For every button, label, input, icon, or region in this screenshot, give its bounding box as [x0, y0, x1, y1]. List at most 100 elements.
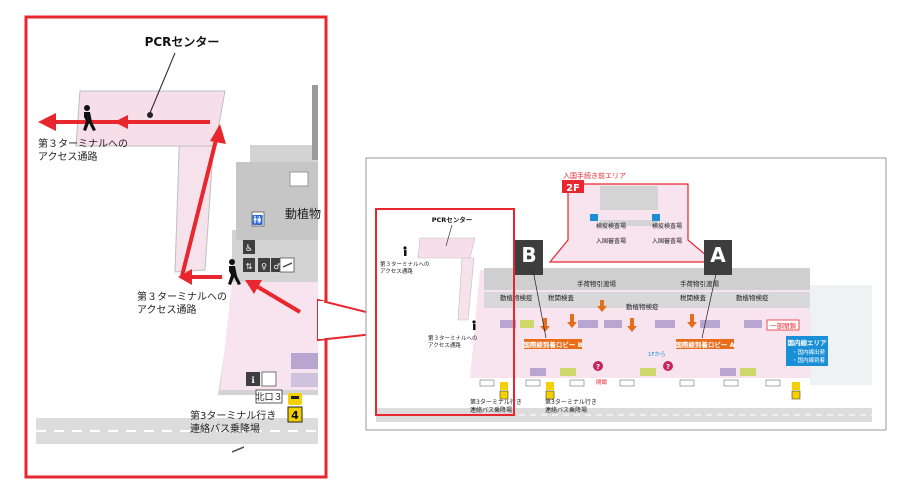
restroom-icon: 🚻	[251, 211, 265, 227]
detail-panel: 🚻 ♿ ⇅ ♀ ♂ ℹ	[24, 15, 328, 479]
overview-walking-person-icon	[403, 246, 407, 256]
overview-access-top-1: 第３ターミナルへの	[380, 260, 430, 268]
overview-shops	[500, 320, 762, 376]
bus-stop-label-1: 第3ターミナル行き	[190, 409, 276, 422]
svg-text:B: B	[521, 243, 536, 267]
svg-text:国際線到着ロビー A: 国際線到着ロビー A	[675, 340, 734, 349]
gate-a-badge: A	[704, 240, 732, 275]
overview-access-bottom-1: 第３ターミナルへの	[428, 334, 478, 342]
svg-text:4: 4	[291, 409, 299, 422]
north-exit-box	[255, 389, 283, 404]
overview-access-top-2: アクセス通路	[380, 267, 413, 275]
north-exit-label: 北口３	[255, 392, 282, 403]
route-arrowhead-left	[38, 113, 56, 131]
callout-mask	[318, 301, 324, 339]
plant-animal-2: 動植物検疫	[626, 302, 659, 311]
svg-text:?: ?	[666, 363, 670, 371]
route-arrowhead-up	[210, 124, 226, 144]
overview-bus-stop-mid-2: 連絡バス乗降場	[545, 406, 587, 414]
walking-person-icon-2	[228, 259, 241, 285]
plant-animal-3: 動植物検疫	[736, 293, 769, 302]
overview-customs-band	[484, 292, 810, 308]
bus-stop-label-2: 連絡バス乗降場	[190, 422, 260, 435]
floor-badge	[562, 180, 584, 193]
overview-bus-icon-left	[499, 382, 509, 400]
question-icon-2: ?	[663, 361, 673, 371]
pcr-center-label: PCRセンター	[145, 35, 220, 49]
flow-arrows	[540, 300, 697, 332]
svg-text:♂: ♂	[273, 262, 280, 271]
shop-strip	[291, 353, 318, 369]
overview-bus-icon-right	[791, 382, 801, 400]
question-icon: ?	[593, 361, 603, 371]
gate-b-badge: B	[515, 240, 543, 275]
closed-label: 閉鎖	[596, 378, 608, 386]
quarantine-inspection-1: 検疫検査場	[596, 222, 626, 230]
overview-zoom-frame	[375, 208, 515, 416]
route-arrowhead-mid	[114, 115, 128, 129]
floor-2f-inset: 2F 入国手続き前エリア 検疫検査場 検疫検査場 入国審査場 入国審査場	[548, 171, 716, 263]
svg-text:国際線到着ロビー B: 国際線到着ロビー B	[523, 340, 582, 349]
overview-pcr-pointer	[445, 224, 453, 247]
lobby-a-badge: 国際線到着ロビー A	[675, 339, 735, 349]
floor-badge-label: 2F	[566, 183, 580, 194]
access-label-bottom-2: アクセス通路	[137, 303, 197, 316]
gate-b-pointer	[532, 269, 547, 339]
svg-text:・国内線出発: ・国内線出発	[792, 348, 826, 356]
immigration-1: 入国審査場	[596, 237, 626, 245]
info-icon: ℹ	[246, 372, 260, 386]
pcr-center-room	[75, 90, 226, 147]
access-label-top-2: アクセス通路	[38, 150, 98, 163]
walking-person-icon	[83, 105, 96, 131]
route-arrowhead-corridor	[178, 269, 192, 285]
gate-a1-badge	[590, 214, 598, 221]
shop-icon	[261, 371, 277, 387]
overview-bus-stop-mid-1: 第3ターミナル行き	[545, 398, 597, 406]
lobby-b-badge: 国際線到着ロビー B	[523, 339, 583, 349]
pcr-pointer-dot	[147, 112, 153, 118]
quarantine-label: 動植物	[285, 206, 321, 221]
customs-right: 税関検査	[680, 293, 707, 302]
domestic-area-badge: 国内線エリア ・国内線出発 ・国内線到着	[786, 336, 828, 366]
svg-text:国内線エリア: 国内線エリア	[788, 338, 828, 347]
svg-text:🚻: 🚻	[252, 214, 263, 226]
pcr-pointer-line	[149, 52, 176, 114]
smoking-icon	[279, 257, 295, 273]
svg-text:♿: ♿	[245, 244, 253, 254]
quarantine-inspection-2: 検疫検査場	[652, 222, 682, 230]
plant-animal-1: 動植物検疫	[500, 293, 533, 302]
baggage-claim-right: 手荷物引渡場	[680, 279, 720, 288]
baggage-claim-left: 手荷物引渡場	[577, 279, 617, 288]
route-arrowhead-approach	[245, 280, 262, 294]
svg-text:?: ?	[596, 363, 600, 371]
window-box	[289, 171, 309, 187]
gate-a2-badge	[652, 214, 660, 221]
route-line-approach	[256, 285, 302, 314]
smoking-icon-road	[231, 446, 245, 453]
svg-text:・国内線到着: ・国内線到着	[792, 356, 826, 364]
partial-closure-label: 一部閉鎖	[770, 321, 797, 330]
route-line-corridor	[180, 139, 218, 277]
overview-access-bottom-2: アクセス通路	[428, 341, 461, 349]
bus-icon	[288, 393, 302, 405]
overview-bus-icon-mid	[545, 382, 555, 400]
exit-boxes	[479, 379, 781, 387]
pre-departure-label: 入国手続き前エリア	[563, 171, 626, 180]
overview-bus-stop-left-1: 第3ターミナル行き	[470, 398, 522, 406]
shop-strip-2	[291, 373, 318, 387]
svg-text:♀: ♀	[261, 262, 267, 271]
building-edge	[312, 85, 318, 160]
bus-number-badge: 4	[287, 406, 303, 423]
overview-pcr-room	[417, 237, 476, 259]
access-label-top-1: 第３ターミナルへの	[38, 137, 128, 150]
svg-text:⇅: ⇅	[246, 262, 253, 271]
overview-domestic-side	[810, 285, 872, 385]
from-1f-label: 1Fから	[648, 351, 666, 358]
svg-text:A: A	[710, 243, 726, 267]
svg-text:ℹ: ℹ	[251, 376, 255, 386]
gate-a-pointer	[701, 273, 717, 339]
elevator-icon: ⇅	[243, 258, 255, 272]
overview-panel: 2F 入国手続き前エリア 検疫検査場 検疫検査場 入国審査場 入国審査場 B A…	[365, 157, 887, 431]
overview-corridor	[457, 257, 475, 321]
